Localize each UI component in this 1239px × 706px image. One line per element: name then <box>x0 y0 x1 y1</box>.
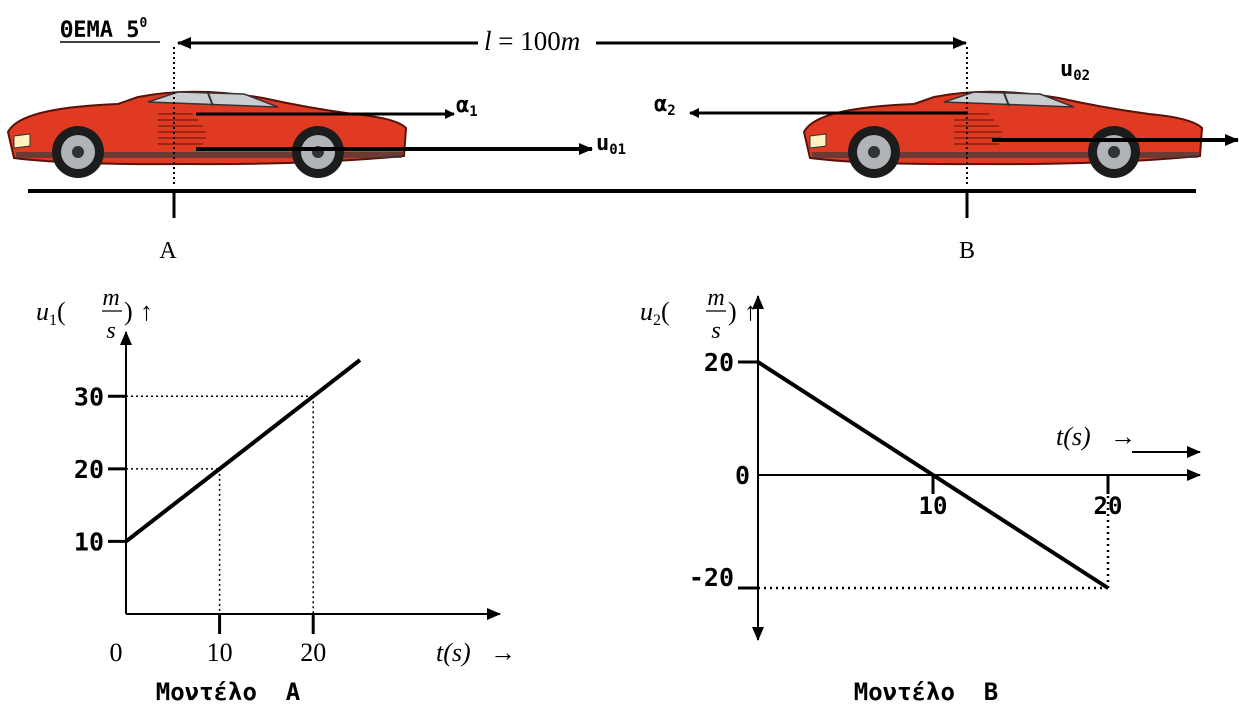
chart-a-xlabel: t(s) → <box>436 638 516 667</box>
chart-model-a: u1( m s ) ↑ 10 20 30 0 10 20 t(s) → Μοντέλο … <box>36 285 516 706</box>
svg-text:m: m <box>102 285 119 311</box>
chart-a-x-tick-label: 0 <box>110 638 123 667</box>
chart-a-y-tick-label: 10 <box>74 527 104 556</box>
svg-text:t(s): t(s) <box>436 638 471 667</box>
chart-b-caption: Μοντέλο Β <box>854 678 999 706</box>
point-b-marker: B <box>959 47 975 264</box>
label-a2: α <box>654 92 667 117</box>
svg-text:u01: u01 <box>596 131 626 158</box>
chart-a-y-tick-label: 30 <box>74 382 104 411</box>
label-u02: u <box>1060 57 1073 82</box>
distance-label: l = 100m <box>484 26 580 56</box>
chart-b-xlabel: t(s) → <box>1056 422 1136 451</box>
svg-text:↑: ↑ <box>744 297 757 326</box>
svg-text:): ) <box>124 297 133 326</box>
chart-a-x-tick-label: 10 <box>207 638 233 667</box>
label-a2-sub: 2 <box>667 103 675 119</box>
chart-b-y-tick-label: 20 <box>704 348 734 377</box>
point-a-label: A <box>159 238 177 264</box>
svg-text:s: s <box>711 318 720 344</box>
svg-text:m: m <box>707 285 724 311</box>
svg-text:ΘΕΜΑ 50: ΘΕΜΑ 50 <box>60 16 147 43</box>
point-b-label: B <box>959 238 975 264</box>
label-u01-sub: 01 <box>609 142 626 158</box>
label-a1: α <box>456 93 469 118</box>
label-a1-sub: 1 <box>469 104 477 120</box>
distance-arrow: l = 100m <box>177 26 967 56</box>
title-superscript: 0 <box>139 16 147 31</box>
svg-text:α2: α2 <box>654 92 676 119</box>
chart-a-ylabel: u1( m s ) ↑ <box>36 285 153 344</box>
label-u01: u <box>596 131 609 156</box>
point-a-marker: A <box>159 47 177 264</box>
vector-a2: α2 <box>654 92 968 119</box>
car-b <box>803 90 1203 179</box>
svg-text:→: → <box>490 638 516 667</box>
chart-a-y-tick-label: 20 <box>74 455 104 484</box>
svg-text:s: s <box>106 318 115 344</box>
label-u02-sub: 02 <box>1073 68 1090 84</box>
chart-b-series-line <box>756 360 1110 590</box>
title: ΘΕΜΑ 50 <box>60 16 160 43</box>
chart-b-x-tick-label: 10 <box>919 492 948 520</box>
vector-u02: u02 <box>992 57 1239 146</box>
chart-b-y-tick-label: 0 <box>735 461 750 490</box>
svg-text:u1(: u1( <box>36 297 66 329</box>
vector-a1: α1 <box>196 93 478 120</box>
svg-text:u02: u02 <box>1060 57 1090 84</box>
svg-text:α1: α1 <box>456 93 478 120</box>
chart-b-y-tick-label: -20 <box>689 563 734 592</box>
chart-a-series-line <box>124 358 362 544</box>
svg-text:↑: ↑ <box>140 297 153 326</box>
car-a <box>7 90 407 179</box>
svg-text:→: → <box>1110 422 1136 451</box>
svg-text:): ) <box>728 297 737 326</box>
chart-b-ylabel: u2( m s ) ↑ <box>640 285 757 344</box>
chart-a-x-tick-label: 20 <box>300 638 326 667</box>
svg-text:u2(: u2( <box>640 297 670 329</box>
chart-a-caption: Μοντέλο Α <box>156 678 301 706</box>
title-text: ΘΕΜΑ 5 <box>60 18 139 43</box>
svg-text:t(s): t(s) <box>1056 422 1091 451</box>
vector-u01: u01 <box>196 131 626 158</box>
